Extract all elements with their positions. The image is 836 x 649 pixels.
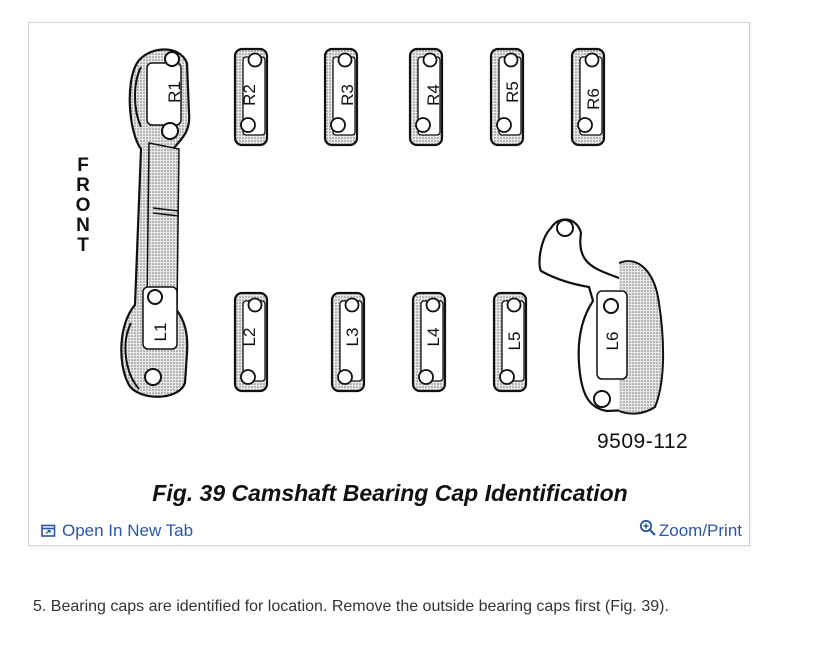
cap-label-r5: R5 [503, 81, 522, 103]
bearing-cap-l5 [492, 291, 528, 393]
rear-bearing-cap [538, 218, 665, 415]
bearing-cap-l2 [233, 291, 269, 393]
cap-label-l6: L6 [603, 332, 622, 351]
cap-label-r1: R1 [165, 81, 184, 103]
figure-code: 9509-112 [597, 430, 689, 453]
cap-label-l2: L2 [240, 328, 259, 347]
bearing-cap-r5 [489, 47, 525, 147]
front-label-letter: F [77, 155, 89, 176]
cap-label-l1: L1 [151, 323, 170, 342]
cap-label-r6: R6 [584, 88, 603, 110]
bearing-cap-r3 [323, 47, 359, 147]
figure-caption: Fig. 39 Camshaft Bearing Cap Identificat… [152, 480, 628, 506]
cap-label-l3: L3 [343, 328, 362, 347]
front-label-letter: T [77, 235, 89, 256]
zoom-print-label: Zoom/Print [658, 521, 742, 540]
cap-label-l4: L4 [424, 328, 443, 347]
bearing-cap-r6 [570, 47, 606, 147]
bearing-cap-l3 [330, 291, 366, 393]
right-bearing-caps [233, 47, 606, 147]
left-bearing-caps [233, 291, 528, 393]
zoom-print-link[interactable]: Zoom/Print [639, 519, 742, 541]
zoom-in-icon [639, 519, 656, 536]
instruction-text: 5. Bearing caps are identified for locat… [33, 598, 669, 615]
bearing-cap-r4 [408, 47, 444, 147]
cap-label-l5: L5 [505, 332, 524, 351]
front-bearing-cap [120, 48, 191, 398]
cap-label-r3: R3 [338, 84, 357, 106]
figure-action-bar: Open In New Tab Zoom/Print [29, 515, 749, 545]
cap-label-r4: R4 [424, 84, 443, 106]
open-in-new-tab-icon [41, 524, 56, 537]
front-label-letter: N [76, 215, 90, 236]
front-label-letter: O [75, 195, 91, 216]
bearing-cap-r2 [233, 47, 269, 147]
cap-label-r2: R2 [240, 84, 259, 106]
open-in-new-tab-label: Open In New Tab [62, 521, 194, 540]
open-in-new-tab-link[interactable]: Open In New Tab [41, 521, 193, 541]
front-label-letter: R [76, 175, 90, 196]
bearing-cap-l4 [411, 291, 447, 393]
